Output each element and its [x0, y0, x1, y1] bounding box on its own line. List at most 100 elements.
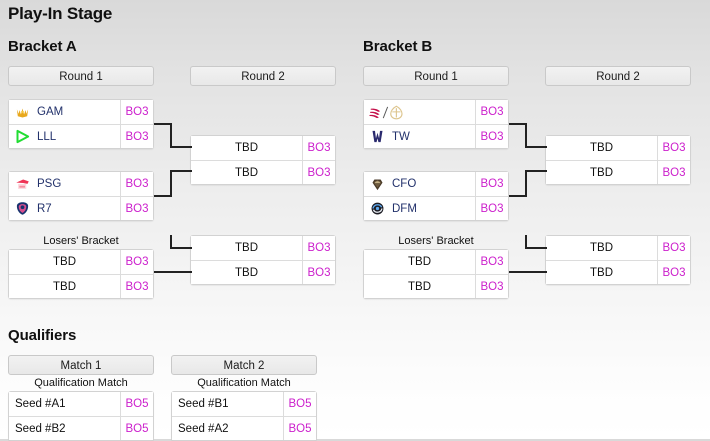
bracket-a-round-1-header[interactable]: Round 1: [8, 66, 154, 86]
match-format: BO5: [283, 417, 316, 440]
bracket-b-r2-match-1[interactable]: TBD BO3 TBD BO3: [545, 135, 691, 185]
match-format: BO3: [120, 197, 153, 220]
qualifier-match-1-header[interactable]: Match 1: [8, 355, 154, 375]
connector-segment: [525, 247, 547, 249]
bracket-b-r1-match-1[interactable]: BO3 TW BO3: [363, 99, 509, 149]
match-format: BO3: [475, 275, 508, 298]
bracket-a-r1-match-1[interactable]: GAM BO3 LLL BO3: [8, 99, 154, 149]
bracket-b-title: Bracket B: [363, 38, 432, 55]
match-row[interactable]: LLL BO3: [9, 124, 153, 148]
team-name: TBD: [191, 267, 302, 279]
bracket-b-losers-label: Losers' Bracket: [363, 235, 509, 247]
bracket-a-r2-match-2[interactable]: TBD BO3 TBD BO3: [190, 235, 336, 285]
team-name: R7: [35, 203, 120, 215]
connector-segment: [525, 146, 547, 148]
match-row[interactable]: TBD BO3: [191, 136, 335, 160]
match-format: BO3: [475, 125, 508, 148]
match-row[interactable]: TBD BO3: [546, 260, 690, 284]
match-row[interactable]: Seed #B1 BO5: [172, 392, 316, 416]
team-name: TBD: [546, 167, 657, 179]
match-row[interactable]: TBD BO3: [364, 274, 508, 298]
match-format: BO5: [120, 417, 153, 440]
match-format: BO5: [283, 392, 316, 416]
connector-segment: [509, 271, 547, 273]
match-format: BO3: [302, 261, 335, 284]
connector-segment: [170, 146, 192, 148]
connector-segment: [525, 123, 527, 147]
team-name: GAM: [35, 106, 120, 118]
bracket-a-round-2-header[interactable]: Round 2: [190, 66, 336, 86]
bracket-a-losers-match[interactable]: TBD BO3 TBD BO3: [8, 249, 154, 299]
match-format: BO3: [657, 261, 690, 284]
match-row[interactable]: Seed #A2 BO5: [172, 416, 316, 440]
team-name: TBD: [191, 142, 302, 154]
team-name: Seed #B1: [172, 398, 283, 410]
connector-segment: [154, 271, 192, 273]
match-format: BO3: [120, 100, 153, 124]
match-row[interactable]: TBD BO3: [546, 136, 690, 160]
match-format: BO3: [475, 197, 508, 220]
bracket-a-losers-label: Losers' Bracket: [8, 235, 154, 247]
bracket-b-round-1-header[interactable]: Round 1: [363, 66, 509, 86]
team-name: TBD: [364, 256, 475, 268]
team-name: TBD: [364, 281, 475, 293]
match-row[interactable]: Seed #A1 BO5: [9, 392, 153, 416]
bracket-a-r1-match-2[interactable]: PSG BO3 R7 BO3: [8, 171, 154, 221]
match-row[interactable]: TBD BO3: [546, 160, 690, 184]
bracket-b-round-2-header[interactable]: Round 2: [545, 66, 691, 86]
connector-segment: [525, 170, 547, 172]
match-row[interactable]: TBD BO3: [191, 160, 335, 184]
match-row[interactable]: DFM BO3: [364, 196, 508, 220]
gam-logo-icon: [9, 105, 35, 120]
match-format: BO3: [120, 125, 153, 148]
match-row[interactable]: CFO BO3: [364, 172, 508, 196]
psg-logo-icon: [9, 177, 35, 192]
match-format: BO3: [475, 172, 508, 196]
bracket-b-r2-match-2[interactable]: TBD BO3 TBD BO3: [545, 235, 691, 285]
match-row[interactable]: Seed #B2 BO5: [9, 416, 153, 440]
match-row[interactable]: R7 BO3: [9, 196, 153, 220]
team-name: TBD: [9, 256, 120, 268]
qualifier-match-2[interactable]: Seed #B1 BO5 Seed #A2 BO5: [171, 391, 317, 441]
page-title: Play-In Stage: [8, 4, 112, 24]
match-row[interactable]: TBD BO3: [546, 236, 690, 260]
connector-segment: [170, 247, 192, 249]
match-row[interactable]: TBD BO3: [364, 250, 508, 274]
lll-logo-icon: [9, 129, 35, 144]
qualifier-match-2-header[interactable]: Match 2: [171, 355, 317, 375]
match-row[interactable]: TBD BO3: [9, 274, 153, 298]
bracket-b-losers-match[interactable]: TBD BO3 TBD BO3: [363, 249, 509, 299]
team-name: PSG: [35, 178, 120, 190]
qualifier-match-1-sublabel: Qualification Match: [8, 377, 154, 389]
bracket-a-r2-match-1[interactable]: TBD BO3 TBD BO3: [190, 135, 336, 185]
team-name: TBD: [546, 267, 657, 279]
match-row[interactable]: TBD BO3: [191, 260, 335, 284]
bracket-a-title: Bracket A: [8, 38, 77, 55]
qualifier-match-1[interactable]: Seed #A1 BO5 Seed #B2 BO5: [8, 391, 154, 441]
match-row[interactable]: GAM BO3: [9, 100, 153, 124]
team-name: DFM: [390, 203, 475, 215]
match-format: BO5: [120, 392, 153, 416]
r7-logo-icon: [9, 201, 35, 216]
dfm-logo-icon: [364, 201, 390, 216]
cfo-logo-icon: [364, 177, 390, 192]
match-format: BO3: [120, 172, 153, 196]
tw-logo-icon: [364, 129, 390, 144]
connector-segment: [525, 171, 527, 197]
match-row[interactable]: PSG BO3: [9, 172, 153, 196]
match-row[interactable]: TBD BO3: [191, 236, 335, 260]
connector-segment: [170, 170, 192, 172]
match-format: BO3: [475, 250, 508, 274]
team-name: Seed #B2: [9, 423, 120, 435]
team-name: TW: [390, 131, 475, 143]
dual-logo-icon: [364, 105, 409, 120]
match-row[interactable]: BO3: [364, 100, 508, 124]
match-row[interactable]: TW BO3: [364, 124, 508, 148]
match-row[interactable]: TBD BO3: [9, 250, 153, 274]
team-name: TBD: [546, 242, 657, 254]
match-format: BO3: [657, 161, 690, 184]
team-name: Seed #A2: [172, 423, 283, 435]
team-name: CFO: [390, 178, 475, 190]
bracket-b-r1-match-2[interactable]: CFO BO3 DFM BO3: [363, 171, 509, 221]
team-name: TBD: [191, 167, 302, 179]
